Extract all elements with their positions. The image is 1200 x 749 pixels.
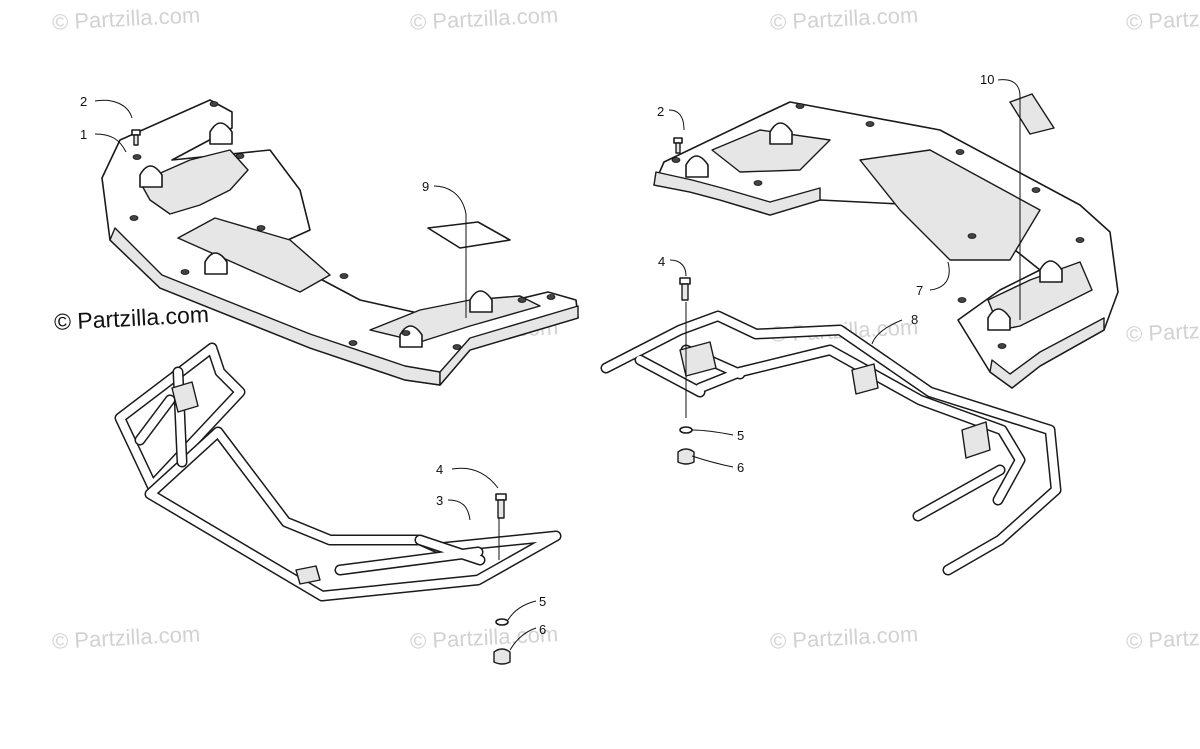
callout-7: 7 [916, 283, 923, 298]
front-bumper [114, 342, 562, 602]
callout-4-left: 4 [436, 462, 443, 477]
left-hardware [131, 129, 511, 665]
callout-5-right: 5 [737, 428, 744, 443]
decal-9 [427, 221, 511, 249]
right-hardware [673, 137, 695, 465]
rear-rack [653, 101, 1119, 389]
rear-bumper [600, 310, 1062, 576]
callout-2-right: 2 [657, 104, 664, 119]
callout-5-left: 5 [539, 594, 546, 609]
callout-2-left: 2 [80, 94, 87, 109]
leader-lines [94, 79, 1021, 651]
callout-4-right: 4 [658, 254, 665, 269]
callout-3: 3 [436, 493, 443, 508]
callout-6-left: 6 [539, 622, 546, 637]
decal-10 [1009, 93, 1055, 135]
front-rack [101, 99, 579, 386]
callout-6-right: 6 [737, 460, 744, 475]
callout-9: 9 [422, 179, 429, 194]
callout-1: 1 [80, 127, 87, 142]
callout-10: 10 [980, 72, 994, 87]
callout-8: 8 [911, 312, 918, 327]
